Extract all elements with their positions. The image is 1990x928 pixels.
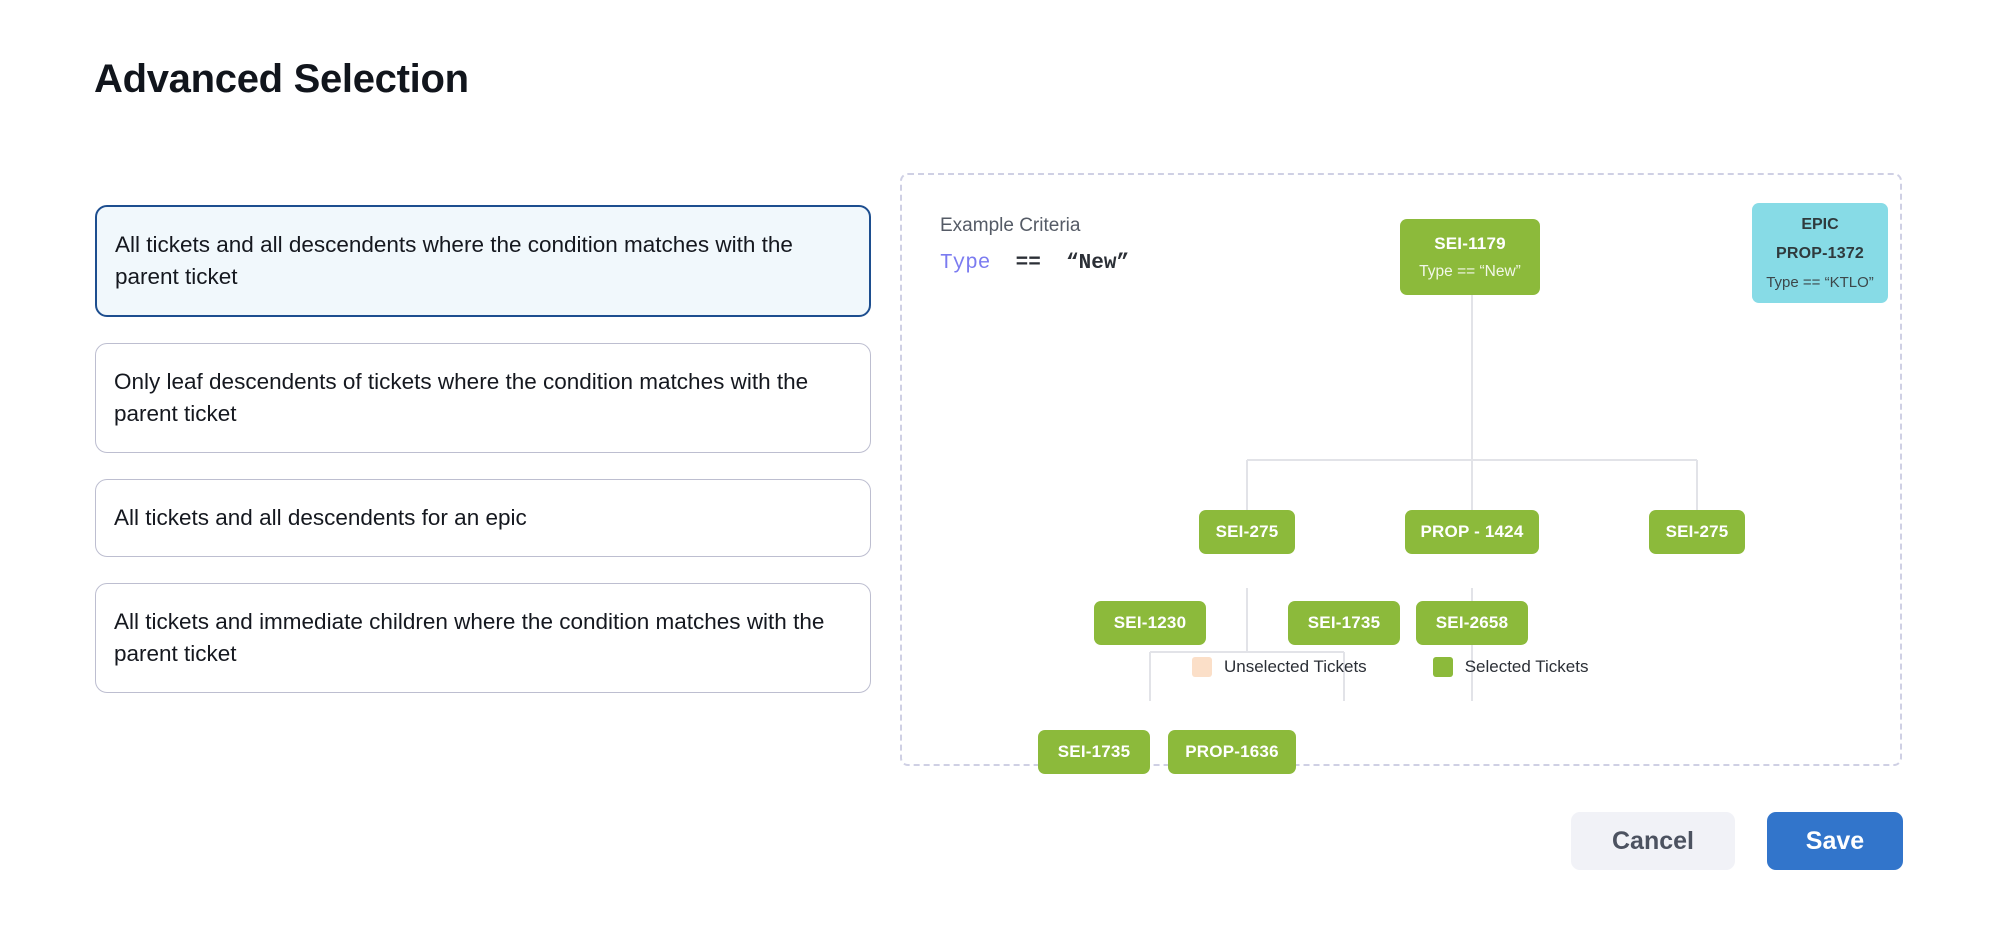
tree-connectors <box>902 175 1900 764</box>
node-id: SEI-1735 <box>1307 613 1381 632</box>
legend-label: Selected Tickets <box>1464 657 1589 676</box>
criteria-value: “New” <box>1066 252 1130 275</box>
node-id: SEI-2658 <box>1435 613 1509 632</box>
tree-connector-svg <box>1149 295 1698 701</box>
selection-options-list: All tickets and all descendents where th… <box>95 205 871 719</box>
criteria-field: Type <box>940 252 991 275</box>
cancel-button[interactable]: Cancel <box>1571 812 1735 870</box>
tree-node-sei-2658[interactable]: SEI-2658 <box>1416 601 1528 645</box>
tree-node-sei-275-b[interactable]: SEI-275 <box>1649 510 1745 554</box>
legend-label: Unselected Tickets <box>1224 657 1367 676</box>
page-title: Advanced Selection <box>94 57 469 101</box>
criteria-expression: Type == “New” <box>940 252 1129 275</box>
node-id: SEI-275 <box>1215 522 1279 541</box>
node-kind: EPIC <box>1801 215 1839 233</box>
diagram-legend: Unselected Tickets Selected Tickets <box>1192 657 1588 677</box>
option-card-all-descendents[interactable]: All tickets and all descendents where th… <box>95 205 871 317</box>
tree-node-sei-275-a[interactable]: SEI-275 <box>1199 510 1295 554</box>
node-id: SEI-1735 <box>1057 742 1131 761</box>
legend-item-selected: Selected Tickets <box>1432 657 1589 677</box>
legend-item-unselected: Unselected Tickets <box>1192 657 1367 677</box>
option-card-leaf-descendents[interactable]: Only leaf descendents of tickets where t… <box>95 342 871 453</box>
tree-node-epic-prop-1372[interactable]: EPIC PROP-1372 Type == “KTLO” <box>1752 203 1888 303</box>
node-id: PROP-1372 <box>1775 244 1865 262</box>
option-card-immediate-children[interactable]: All tickets and immediate children where… <box>95 582 871 693</box>
node-id: PROP-1636 <box>1185 742 1279 761</box>
option-label: Only leaf descendents of tickets where t… <box>114 368 809 426</box>
tree-node-prop-1636[interactable]: PROP-1636 <box>1168 730 1296 774</box>
option-label: All tickets and immediate children where… <box>114 608 825 666</box>
legend-swatch-selected-icon <box>1432 657 1453 677</box>
tree-node-sei-1735-a[interactable]: SEI-1735 <box>1288 601 1400 645</box>
node-id: PROP - 1424 <box>1420 522 1524 541</box>
node-id: SEI-1179 <box>1434 233 1506 253</box>
criteria-title: Example Criteria <box>940 215 1081 236</box>
node-subtitle: Type == “KTLO” <box>1766 273 1874 291</box>
node-subtitle: Type == “New” <box>1419 262 1521 280</box>
dialog-footer: Cancel Save <box>0 812 1903 870</box>
option-card-epic-descendents[interactable]: All tickets and all descendents for an e… <box>95 478 871 557</box>
tree-node-prop-1424[interactable]: PROP - 1424 <box>1405 510 1539 554</box>
example-diagram-panel: Example Criteria Type == “New” <box>900 173 1902 774</box>
node-id: SEI-275 <box>1665 522 1729 541</box>
tree-node-sei-1230[interactable]: SEI-1230 <box>1094 601 1206 645</box>
criteria-operator: == <box>1015 252 1041 275</box>
node-id: SEI-1230 <box>1113 613 1187 632</box>
tree-node-sei-1179[interactable]: SEI-1179 Type == “New” <box>1400 219 1540 295</box>
option-label: All tickets and all descendents for an e… <box>114 504 527 530</box>
legend-swatch-unselected-icon <box>1192 657 1212 677</box>
tree-node-sei-1735-b[interactable]: SEI-1735 <box>1038 730 1150 774</box>
save-button[interactable]: Save <box>1767 812 1903 870</box>
option-label: All tickets and all descendents where th… <box>115 232 793 289</box>
